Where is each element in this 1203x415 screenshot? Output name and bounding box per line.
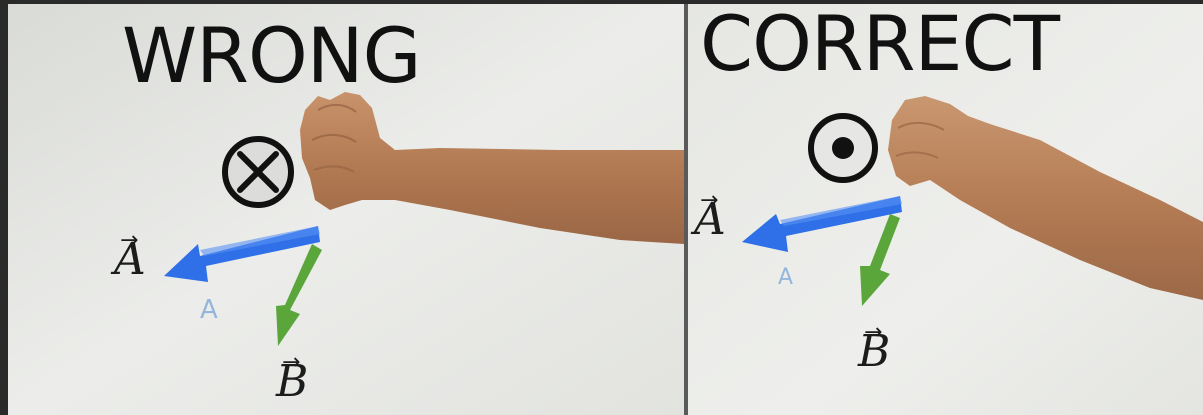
svg-text:A: A xyxy=(778,265,793,290)
panel-divider xyxy=(684,0,688,415)
right-vector-a-label: → A xyxy=(694,198,726,242)
correct-title: CORRECT xyxy=(700,6,1059,82)
svg-text:A: A xyxy=(200,295,218,325)
left-vector-a-label: → A xyxy=(114,238,146,282)
wrong-title: WRONG xyxy=(122,18,421,94)
vector-arrow-glyph: → xyxy=(282,352,300,374)
vector-arrow-glyph: → xyxy=(120,230,138,252)
vector-arrow-glyph: → xyxy=(700,190,718,212)
out-of-page-symbol-icon xyxy=(811,116,875,180)
left-vector-b-label: → B xyxy=(276,360,308,404)
into-page-symbol-icon xyxy=(225,139,291,205)
vector-arrow-glyph: → xyxy=(864,322,882,344)
right-vector-b-label: → B xyxy=(858,330,890,374)
